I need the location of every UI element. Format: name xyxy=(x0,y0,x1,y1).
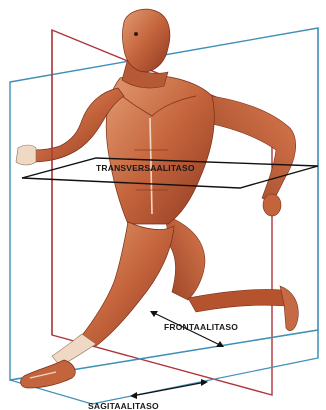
sagittal-arrow xyxy=(130,379,208,399)
frontal-plane-label: FRONTAALITASO xyxy=(164,322,238,332)
muscle-figure xyxy=(16,9,298,388)
transverse-plane-label: TRANSVERSAALITASO xyxy=(96,163,195,173)
sagittal-plane-label: SAGITAALITASO xyxy=(88,401,159,410)
